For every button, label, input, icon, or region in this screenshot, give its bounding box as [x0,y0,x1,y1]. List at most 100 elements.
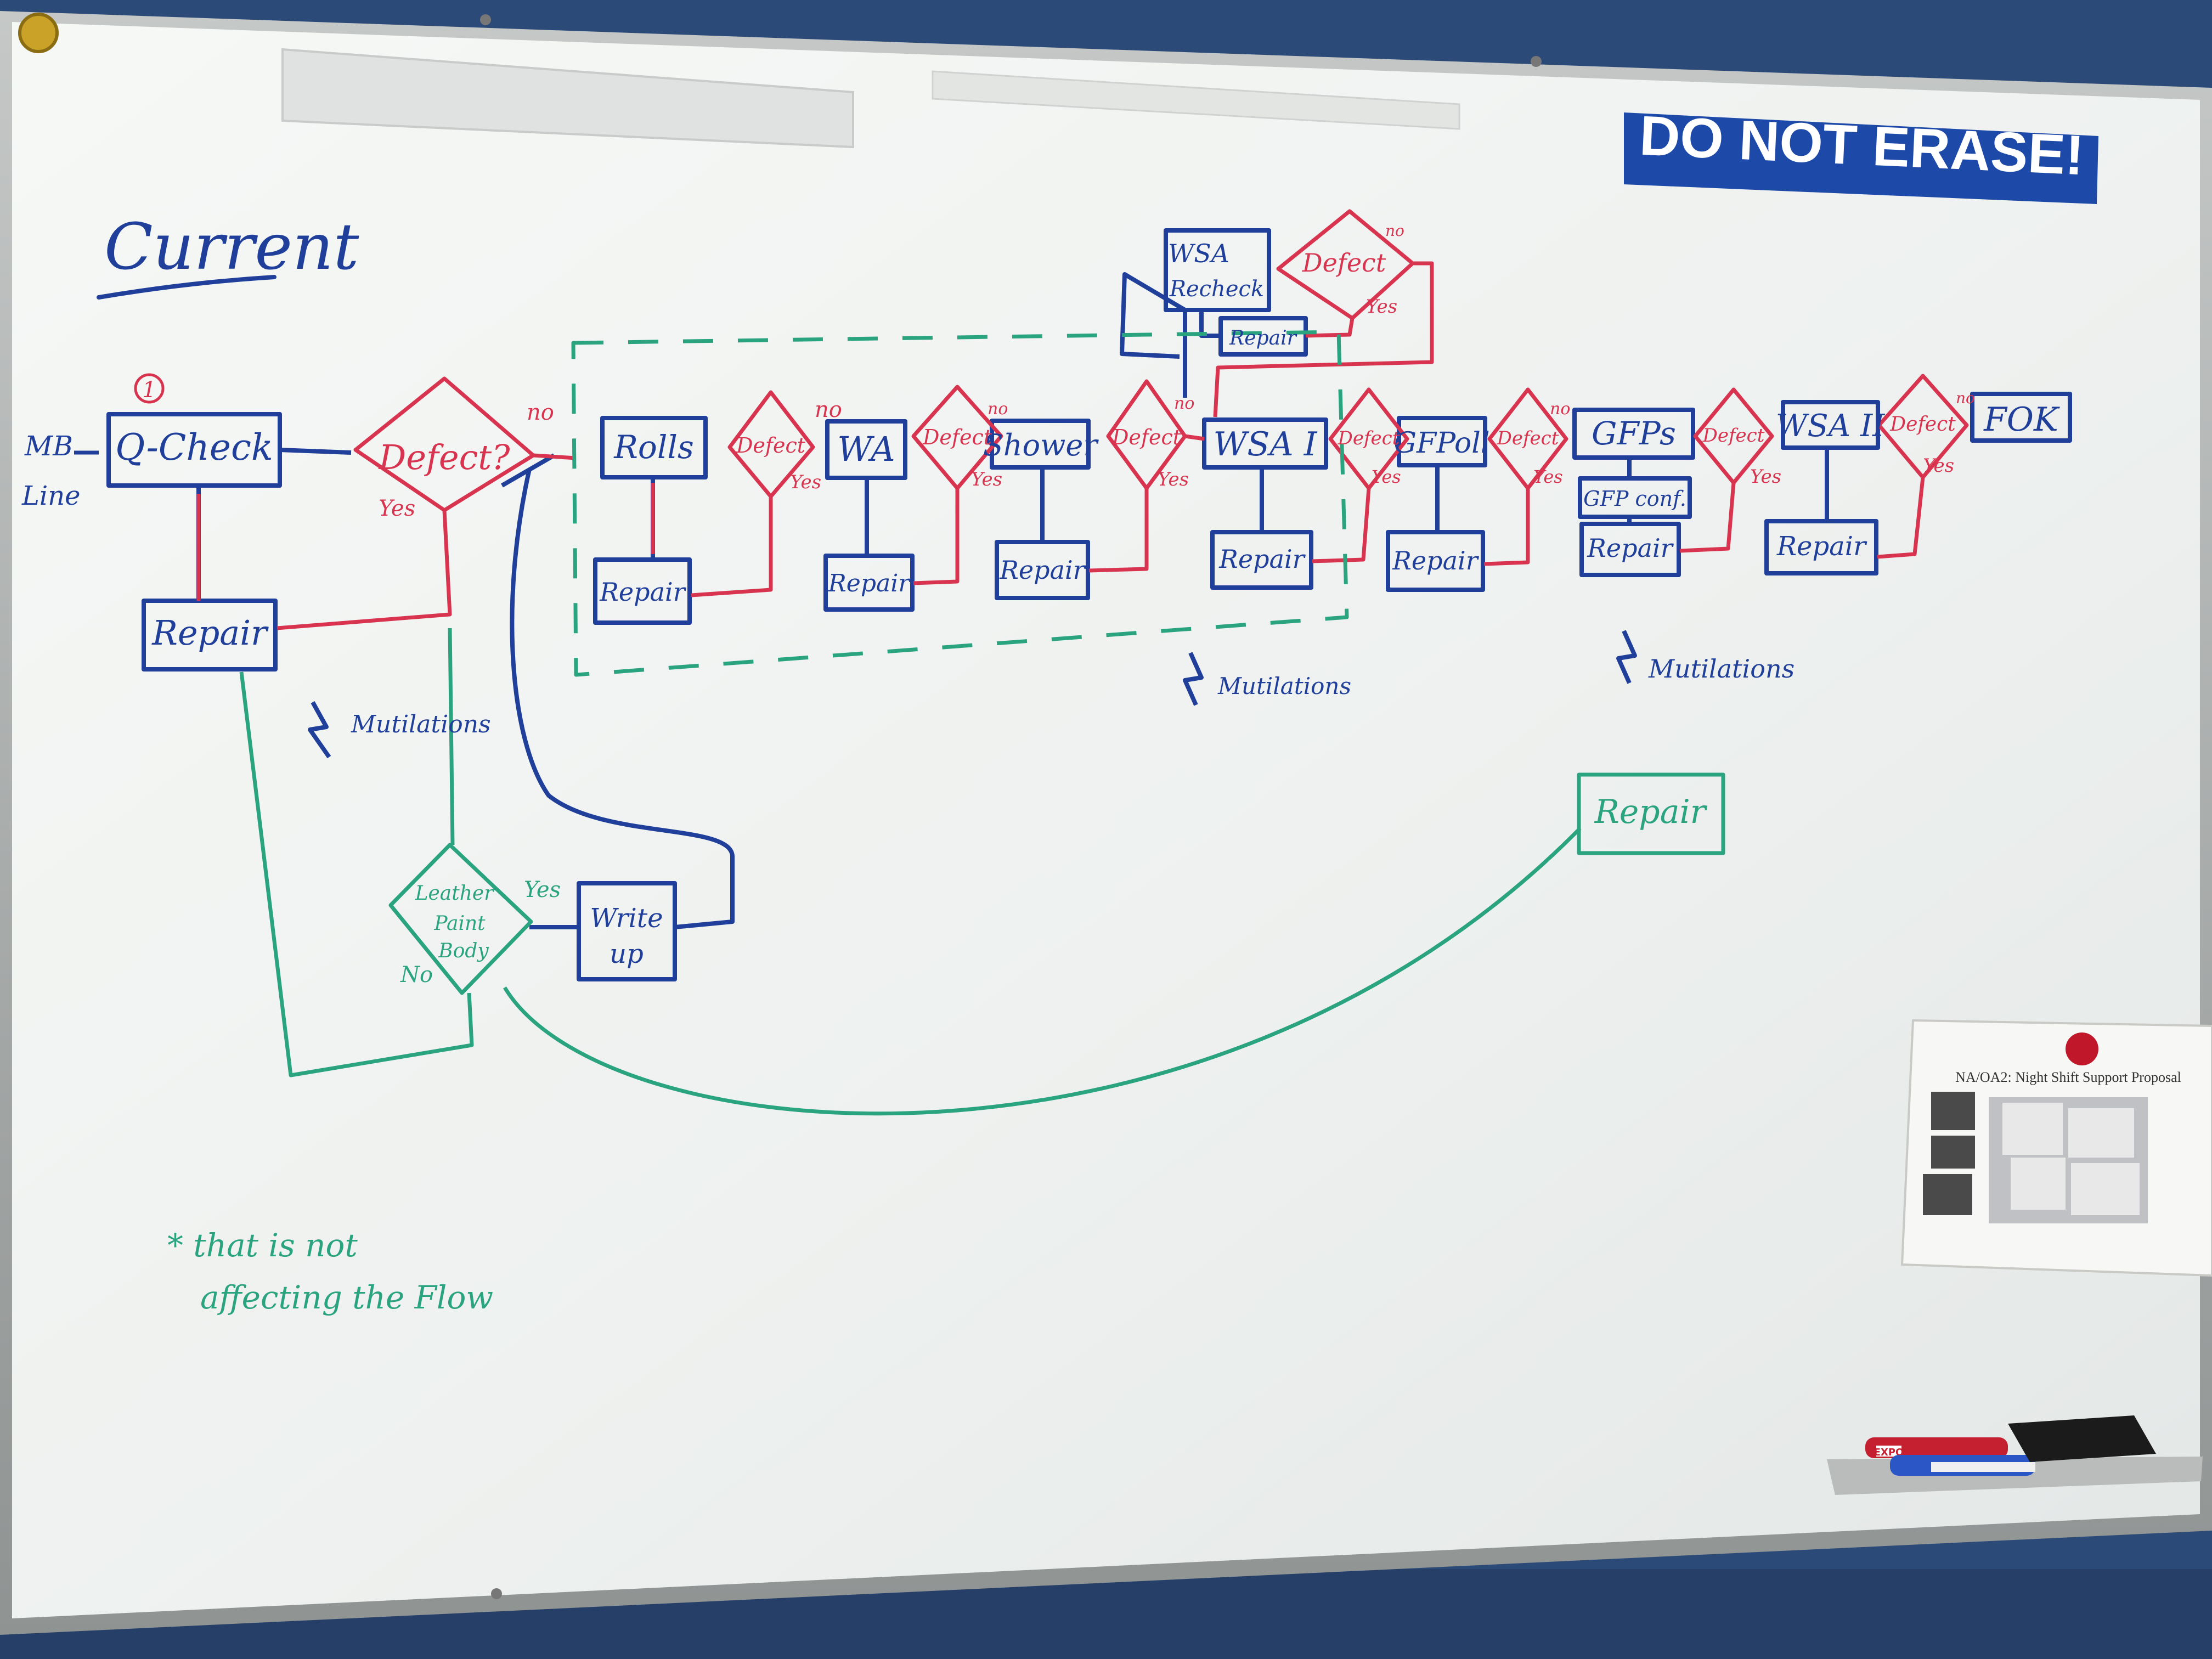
defect-main-label: Defect? [379,437,511,477]
screw-icon [491,1588,502,1599]
do-not-erase-sign [1624,112,2098,204]
repair-wsa2-label: Repair [1776,531,1867,562]
no-label: no [815,397,842,422]
defect-diamond [1328,387,1409,490]
start-label-mb: MB [24,430,73,462]
defect-main-no: no [527,400,554,425]
flyer-text-block [2068,1108,2134,1158]
write-up-line2: up [610,939,644,969]
mutilations-note: Mutilations [351,710,491,738]
start-label-line: Line [21,481,81,511]
flow-no-return [239,672,474,1077]
mutilations-note: Mutilations [1217,673,1351,699]
leather-yes: Yes [524,877,561,902]
flow-defect-yes-repair [276,510,452,630]
repair-gfps-label: Repair [1587,533,1674,563]
repair-wsa1-label: Repair [1218,544,1306,574]
gfps-label: GFPs [1592,415,1676,452]
pushpin-icon [2066,1032,2098,1065]
defect-diamond [1487,387,1568,490]
defect-label: Defect [1497,427,1559,449]
yes-label: Yes [1923,455,1954,477]
yes-label: Yes [1372,466,1401,487]
defect-label: Defect [736,433,806,458]
flow-defect-no-rolls [533,453,577,460]
flyer-text-block [2011,1158,2066,1210]
footnote-line2: affecting the Flow [200,1279,493,1316]
gfps-box [1572,408,1695,460]
yes-label: Yes [1533,466,1563,487]
repair-recheck-label: Repair [1229,327,1297,349]
flow-recheck-loop [1120,272,1187,398]
gfpoll-label: GFPoll [1393,427,1489,460]
red-marker-label [1876,1446,1901,1457]
leather-line-1: Leather [415,882,495,905]
heading-current: Current [104,210,359,284]
defect-diamond [727,390,815,499]
repair-wa-label: Repair [828,569,912,597]
wsa1-label: WSA I [1214,425,1318,464]
leather-diamond [388,843,533,995]
gfp-confirm-label: GFP conf. [1583,487,1686,511]
wsa1-box [1202,417,1328,470]
heading-underline [97,275,276,300]
no-label: no [988,399,1008,419]
q-check-label: Q-Check [115,426,273,469]
wsa-recheck-line2: Recheck [1169,276,1264,302]
defect-label: Defect [1702,425,1765,447]
fok-label: FOK [1983,400,2060,439]
yes-label: Yes [971,469,1002,490]
repair-rolls-label: Repair [599,577,686,607]
screw-icon [1531,56,1542,67]
eraser [2008,1415,2156,1462]
tape-strip [281,48,854,149]
yes-label: Yes [790,471,821,493]
fok-box [1970,392,2072,443]
shower-label: Shower [983,428,1099,462]
defect-main-yes: Yes [379,496,415,521]
defect-diamond [1877,374,1969,479]
flyer-thumbnail [1931,1136,1975,1169]
gfp-confirm-box [1578,476,1692,519]
repair-rolls-box [593,557,692,625]
pushpin-icon [18,13,59,53]
repair-green-box [1577,772,1725,855]
repair-shower-label: Repair [999,555,1086,585]
mutilations-note: Mutilations [1648,654,1795,684]
flyer-thumbnail [1923,1174,1972,1215]
no-label: no [1956,389,1975,407]
lightning-icon [308,701,331,759]
repair-main-box [142,599,278,672]
wsa2-label: WSA II [1776,408,1886,444]
blue-shapes [106,228,2072,981]
tape-strip [932,70,1460,130]
gfpoll-box [1397,416,1487,467]
write-up-box [577,881,677,981]
wa-label: WA [837,429,895,469]
defect-recheck-label: Defect [1302,248,1386,278]
defect-diamond [1693,387,1774,485]
yes-label: Yes [1158,469,1189,490]
yes-label: Yes [1750,466,1781,488]
defect-label: Defect [1889,413,1956,436]
screw-icon [480,14,491,25]
repair-wsa2-box [1764,519,1878,575]
green-shapes [239,330,1725,1116]
flyer-text-block [2002,1103,2063,1155]
flyer-title: NA/OA2: Night Shift Support Proposal [1955,1069,2181,1085]
wsa-recheck-line1: WSA [1168,239,1229,268]
flyer-text-block [2071,1163,2140,1215]
no-label: no [1174,394,1194,413]
defect-diamond [911,385,1003,490]
yes-label: Yes [1366,296,1397,318]
step-marker-circle [134,373,165,404]
flow-writeup-return [510,469,735,929]
flow-qcheck-defect [279,448,352,455]
flow-defect-to-leather [448,628,455,845]
lightning-icon [1183,652,1204,706]
flyer-thumbnail [1931,1092,1975,1130]
footnote-line1: * that is not [167,1227,358,1264]
flow-recheck-no [1213,261,1434,417]
repair-green-label: Repair [1594,793,1708,831]
